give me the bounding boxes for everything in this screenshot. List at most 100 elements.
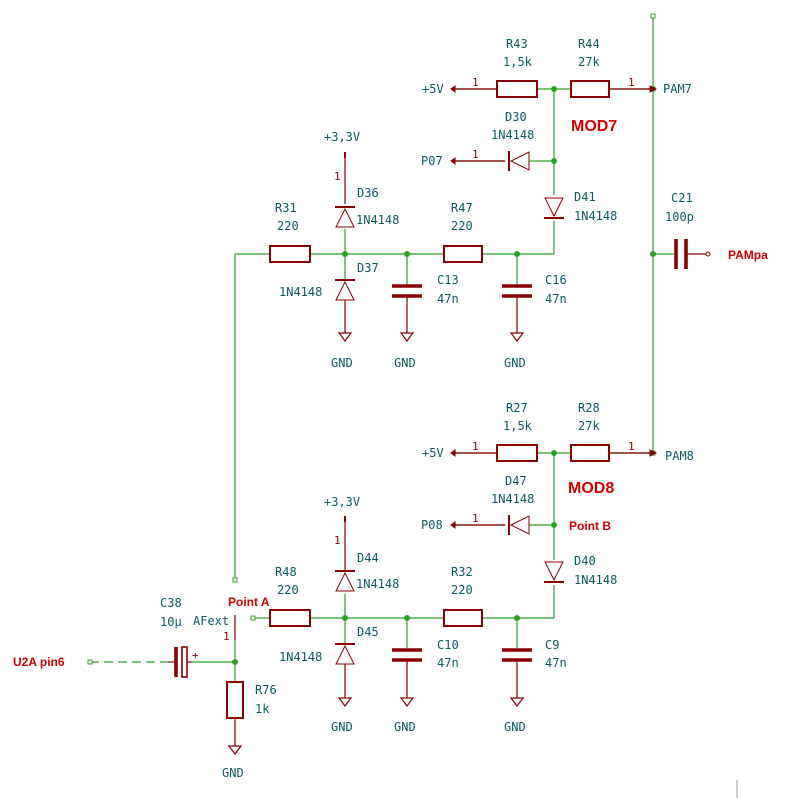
val-r32: 220 [451, 583, 473, 597]
net-pam7: PAM7 [663, 82, 692, 96]
pin-number: + [192, 649, 199, 662]
resistor-r32[interactable] [443, 609, 483, 627]
val-r47: 220 [451, 219, 473, 233]
diode-d36[interactable] [335, 206, 355, 228]
net-plus5v-bottom: +5V [422, 446, 444, 460]
label-mod7: MOD7 [571, 118, 617, 135]
val-d30: 1N4148 [491, 128, 534, 142]
ref-r47: R47 [451, 201, 473, 215]
label-point-b: Point B [569, 519, 611, 533]
val-r76: 1k [255, 702, 270, 716]
capacitor-c38[interactable] [168, 646, 192, 678]
resistor-r44[interactable] [570, 80, 610, 98]
pin-number: 1 [628, 76, 635, 89]
diode-d37[interactable] [335, 279, 355, 301]
gnd-label: GND [504, 720, 526, 734]
net-afext: AFext [193, 614, 229, 628]
ref-d45: D45 [357, 625, 379, 639]
val-d37: 1N4148 [279, 285, 322, 299]
ref-r43: R43 [506, 37, 528, 51]
val-r31: 220 [277, 219, 299, 233]
ref-c16: C16 [545, 273, 567, 287]
val-c10: 47n [437, 656, 459, 670]
val-d40: 1N4148 [574, 573, 617, 587]
ref-r27: R27 [506, 401, 528, 415]
power-symbols [344, 85, 658, 529]
ref-c13: C13 [437, 273, 459, 287]
pin-number: 1 [223, 630, 230, 643]
val-d45: 1N4148 [279, 650, 322, 664]
ref-c38: C38 [160, 596, 182, 610]
junction-dots [232, 86, 656, 665]
val-r28: 27k [578, 419, 600, 433]
net-plus33v-bottom: +3,3V [324, 495, 360, 509]
val-c9: 47n [545, 656, 567, 670]
label-u2a-pin6: U2A pin6 [13, 655, 65, 669]
ref-d40: D40 [574, 554, 596, 568]
val-d47: 1N4148 [491, 492, 534, 506]
pin-number: 1 [472, 440, 479, 453]
pin-number: 1 [472, 512, 479, 525]
net-pam8: PAM8 [665, 449, 694, 463]
val-d36: 1N4148 [356, 213, 399, 227]
resistor-r31[interactable] [269, 245, 311, 263]
val-r27: 1,5k [503, 419, 533, 433]
val-r43: 1,5k [503, 55, 533, 69]
val-c21: 100p [665, 210, 694, 224]
resistor-r47[interactable] [443, 245, 483, 263]
label-pampa: PAMpa [728, 248, 768, 262]
capacitor-c13[interactable] [392, 284, 422, 333]
ref-d30: D30 [505, 110, 527, 124]
net-p07: P07 [421, 154, 443, 168]
resistor-r28[interactable] [570, 444, 610, 462]
ref-r76: R76 [255, 683, 277, 697]
resistor-r27[interactable] [496, 444, 538, 462]
pin-number: 1 [472, 76, 479, 89]
diode-d45[interactable] [335, 643, 355, 665]
diode-d47[interactable] [508, 515, 530, 535]
ref-r48: R48 [275, 565, 297, 579]
gnd-label: GND [394, 720, 416, 734]
gnd-label: GND [504, 356, 526, 370]
capacitor-c10[interactable] [392, 648, 422, 698]
ref-d36: D36 [357, 186, 379, 200]
ref-r31: R31 [275, 201, 297, 215]
pin-number: 1 [472, 148, 479, 161]
pin-number: 1 [628, 440, 635, 453]
resistor-r76[interactable] [226, 681, 244, 719]
ref-d37: D37 [357, 261, 379, 275]
net-p08: P08 [421, 518, 443, 532]
gnd-label: GND [222, 766, 244, 780]
val-r48: 220 [277, 583, 299, 597]
diode-d44[interactable] [335, 570, 355, 592]
capacitor-c21[interactable] [674, 239, 711, 269]
label-mod8: MOD8 [568, 480, 614, 497]
ref-c10: C10 [437, 638, 459, 652]
gnd-symbols [227, 332, 525, 755]
label-point-a: Point A [228, 595, 270, 609]
diode-d41[interactable] [544, 197, 564, 219]
diode-d40[interactable] [544, 561, 564, 583]
capacitor-c16[interactable] [502, 284, 532, 333]
val-c13: 47n [437, 292, 459, 306]
resistor-r48[interactable] [269, 609, 311, 627]
val-d44: 1N4148 [356, 577, 399, 591]
ref-d47: D47 [505, 474, 527, 488]
diode-d30[interactable] [508, 151, 530, 171]
ref-r32: R32 [451, 565, 473, 579]
gnd-label: GND [394, 356, 416, 370]
ref-r44: R44 [578, 37, 600, 51]
pin-stubs [234, 88, 653, 640]
resistor-r43[interactable] [496, 80, 538, 98]
capacitor-c9[interactable] [502, 648, 532, 698]
val-c16: 47n [545, 292, 567, 306]
ref-d41: D41 [574, 190, 596, 204]
ref-c9: C9 [545, 638, 559, 652]
wire-endpoints [87, 13, 656, 665]
val-d41: 1N4148 [574, 209, 617, 223]
ref-d44: D44 [357, 551, 379, 565]
ref-r28: R28 [578, 401, 600, 415]
net-plus33v-top: +3,3V [324, 130, 360, 144]
pin-number: 1 [334, 534, 341, 547]
